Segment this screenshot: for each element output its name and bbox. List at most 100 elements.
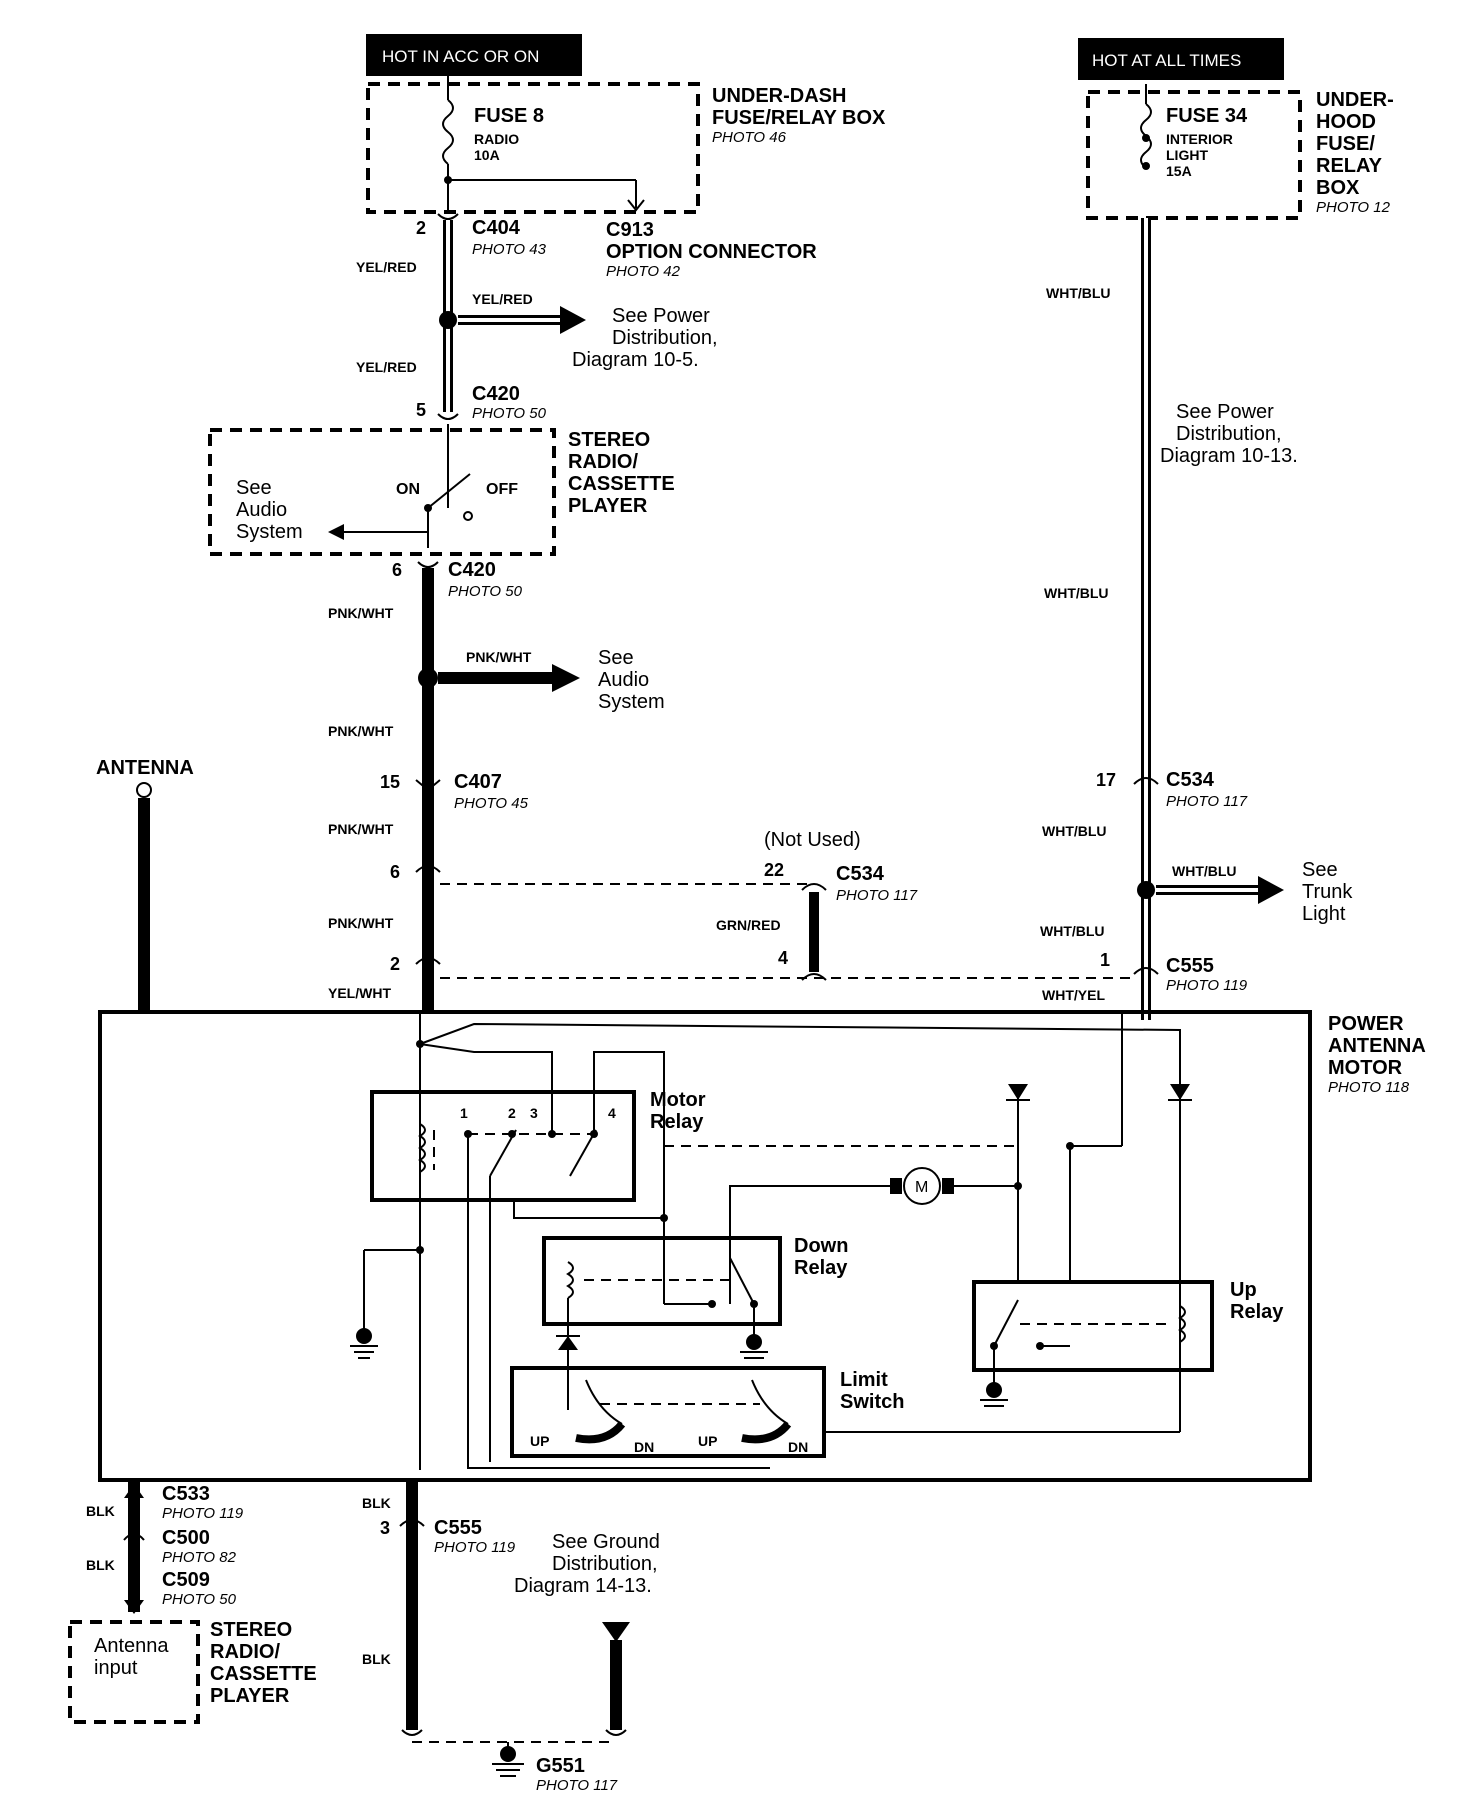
fuse8-amp: 10A	[474, 147, 500, 163]
fuse8-symbol	[442, 99, 454, 165]
whtblu-label-3: WHT/BLU	[1042, 823, 1107, 839]
down-relay-title-2: Relay	[794, 1257, 848, 1279]
underhood-title-1: UNDER-	[1316, 89, 1394, 111]
c420a-photo: PHOTO 50	[472, 405, 547, 422]
blk-label-1: BLK	[86, 1503, 115, 1519]
down-relay-title-1: Down	[794, 1235, 848, 1257]
power-antenna-motor-box	[98, 1010, 1312, 1482]
motor-relay-title-1: Motor	[650, 1089, 706, 1111]
c555a-photo: PHOTO 119	[1166, 977, 1248, 994]
pin-6: 6	[390, 862, 400, 882]
fuse34-label: FUSE 34	[1166, 105, 1248, 127]
c555b-label: C555	[434, 1517, 482, 1539]
pin-22: 22	[764, 860, 784, 880]
whtblu-label-5: WHT/BLU	[1040, 923, 1105, 939]
limit-up-a: UP	[530, 1433, 549, 1449]
g551-label: G551	[536, 1755, 585, 1777]
underdash-fuse-box	[366, 82, 700, 214]
antenna-input-1: Antenna	[94, 1635, 169, 1657]
diode-2	[1170, 1084, 1190, 1100]
stereo-title-4: PLAYER	[568, 495, 648, 517]
not-used-label: (Not Used)	[764, 829, 861, 851]
ground-symbol-left	[350, 1328, 378, 1359]
c407-pin: 15	[380, 772, 400, 792]
c420a-pin: 5	[416, 400, 426, 420]
see-power-2c: Diagram 10-13.	[1160, 445, 1298, 467]
see-audio-1b: Audio	[236, 499, 287, 521]
fuse8-radio: RADIO	[474, 131, 519, 147]
pnkwht-label-3: PNK/WHT	[328, 723, 394, 739]
pin-4: 4	[778, 948, 788, 968]
see-power-2b: Distribution,	[1176, 423, 1282, 445]
motor-symbol	[903, 1167, 941, 1205]
fuse34-int: INTERIOR	[1166, 131, 1233, 147]
mr-pin-1: 1	[460, 1105, 468, 1121]
c555b-photo: PHOTO 119	[434, 1539, 516, 1556]
limit-dn-a: DN	[634, 1439, 654, 1455]
hot-acc-label: HOT IN ACC OR ON	[382, 47, 539, 66]
c420a-label: C420	[472, 383, 520, 405]
see-ground-a: See Ground	[552, 1531, 660, 1553]
c555b-pin: 3	[380, 1518, 390, 1538]
blk-label-4: BLK	[362, 1651, 391, 1667]
underhood-title-2: HOOD	[1316, 111, 1376, 133]
up-relay-coil	[1178, 1305, 1186, 1343]
down-relay-coil	[566, 1261, 574, 1299]
blk-label-2: BLK	[86, 1557, 115, 1573]
whtblu-label-4: WHT/BLU	[1172, 863, 1237, 879]
fuse34-light: LIGHT	[1166, 147, 1208, 163]
motor-relay-title-2: Relay	[650, 1111, 704, 1133]
see-audio-1a: See	[236, 477, 272, 499]
stereo-title-2: RADIO/	[568, 451, 638, 473]
blk-label-3: BLK	[362, 1495, 391, 1511]
c534a-photo: PHOTO 117	[836, 887, 918, 904]
hot-all-label: HOT AT ALL TIMES	[1092, 51, 1241, 70]
ground-symbol-down-relay	[740, 1304, 768, 1359]
c500-label: C500	[162, 1527, 210, 1549]
c404-pin: 2	[416, 218, 426, 238]
yelred-label-1: YEL/RED	[356, 259, 417, 275]
underhood-title-5: BOX	[1316, 177, 1360, 199]
stereo2-title-2: RADIO/	[210, 1641, 280, 1663]
ground-symbol-up-relay	[980, 1346, 1008, 1407]
see-trunk-a: See	[1302, 859, 1338, 881]
c534a-label: C534	[836, 863, 885, 885]
c404-label: C404	[472, 217, 521, 239]
pam-title-3: MOTOR	[1328, 1057, 1403, 1079]
switch-on: ON	[396, 481, 420, 498]
g551-photo: PHOTO 117	[536, 1777, 618, 1794]
pam-photo: PHOTO 118	[1328, 1079, 1410, 1096]
fuse8-label: FUSE 8	[474, 105, 544, 127]
underdash-title-2: FUSE/RELAY BOX	[712, 107, 886, 129]
mr-pin-2: 2	[508, 1105, 516, 1121]
see-power-1a: See Power	[612, 305, 710, 327]
antenna-input-2: input	[94, 1657, 138, 1679]
pnkwht-label-4: PNK/WHT	[328, 821, 394, 837]
c407-photo: PHOTO 45	[454, 795, 529, 812]
c509-photo: PHOTO 50	[162, 1591, 237, 1608]
see-audio-2a: See	[598, 647, 634, 669]
up-relay-title-1: Up	[1230, 1279, 1257, 1301]
up-relay	[972, 1280, 1214, 1372]
motor-relay	[370, 1090, 636, 1202]
pnkwht-label-1: PNK/WHT	[328, 605, 394, 621]
whtblu-label-1: WHT/BLU	[1046, 285, 1111, 301]
pin-2: 2	[390, 954, 400, 974]
diode-3	[558, 1336, 578, 1350]
c420b-photo: PHOTO 50	[448, 583, 523, 600]
c555a-pin: 1	[1100, 950, 1110, 970]
splice-yelred	[439, 311, 457, 329]
underhood-fuse-box	[1086, 90, 1302, 220]
splice-pnkwht	[418, 668, 438, 688]
see-power-1c: Diagram 10-5.	[572, 349, 699, 371]
c913-photo: PHOTO 42	[606, 263, 681, 280]
limit-title-2: Switch	[840, 1391, 904, 1413]
fuse34-amp: 15A	[1166, 163, 1192, 179]
motor-relay-coil	[418, 1123, 426, 1173]
see-trunk-b: Trunk	[1302, 881, 1353, 903]
see-trunk-c: Light	[1302, 903, 1346, 925]
c913-name: OPTION CONNECTOR	[606, 241, 817, 263]
c534b-photo: PHOTO 117	[1166, 793, 1248, 810]
c555a-label: C555	[1166, 955, 1214, 977]
